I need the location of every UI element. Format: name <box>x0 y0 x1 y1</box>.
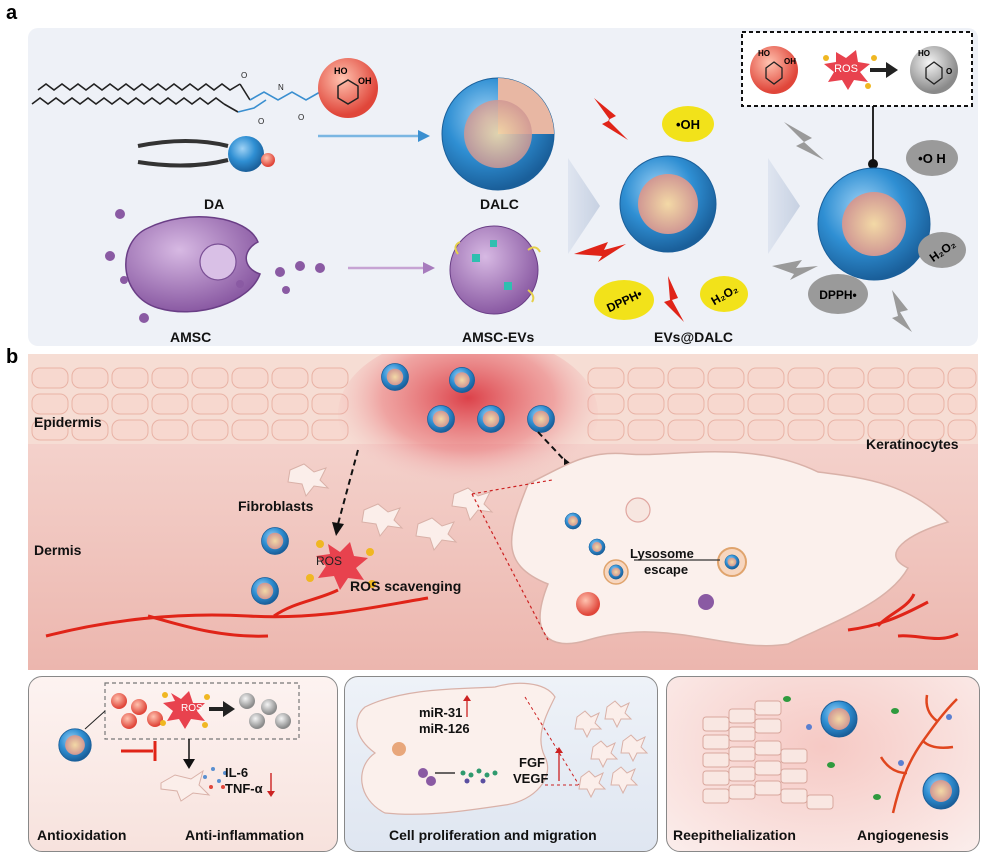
caption-cell-proliferation: Cell proliferation and migration <box>389 827 597 843</box>
svg-text:•O H: •O H <box>918 151 946 166</box>
evs-dalc-particle <box>619 155 717 253</box>
panel-a: O O O N HO OH <box>28 28 978 346</box>
svg-text:O: O <box>241 71 247 80</box>
fibroblast-cells <box>287 463 494 552</box>
box-proliferation: miR-31 miR-126 FGF VEGF Cell proliferati… <box>344 676 658 852</box>
ros-scavenging-group <box>251 527 376 605</box>
blood-vessels <box>45 588 959 641</box>
arrow-to-evs <box>348 262 435 274</box>
radical-oh-grey: •O H <box>906 140 958 176</box>
radical-h2o2-grey: H₂O₂ <box>918 232 966 268</box>
vesicles <box>105 209 325 323</box>
label-lysosome: Lysosome <box>630 546 694 561</box>
label-amsc-evs: AMSC-EVs <box>462 329 535 345</box>
box-antioxidation: IL-6 TNF-α ROS Antioxidation Anti-inflam… <box>28 676 338 852</box>
svg-text:O: O <box>298 113 304 122</box>
molecule-ho: HO <box>334 66 348 76</box>
amsc-cell <box>125 216 261 313</box>
caption-reepithelialization: Reepithelialization <box>673 827 796 843</box>
label-fibroblasts: Fibroblasts <box>238 498 314 514</box>
svg-text:HO: HO <box>918 49 930 58</box>
label-keratinocytes: Keratinocytes <box>866 436 959 452</box>
large-fibroblast <box>471 451 950 647</box>
catechol-ball: HO OH <box>318 58 378 118</box>
box3-drawing <box>702 694 960 814</box>
svg-text:OH: OH <box>784 57 796 66</box>
label-ros-scavenging: ROS scavenging <box>350 578 462 594</box>
caption-angiogenesis: Angiogenesis <box>857 827 949 843</box>
reaction-inset: HO OH ROS HO O <box>741 31 973 169</box>
box1-drawing <box>58 682 300 802</box>
label-amsc: AMSC <box>170 329 212 345</box>
lipid-tails <box>31 83 251 113</box>
svg-text:DPPH•: DPPH• <box>819 288 857 302</box>
arrow-to-dalc <box>318 130 430 142</box>
panel-b-drawing <box>28 354 978 670</box>
label-mir31: miR-31 <box>419 705 463 720</box>
label-fgf: FGF <box>519 755 545 770</box>
panel-a-letter: a <box>6 2 18 24</box>
svg-text:•OH: •OH <box>676 117 700 132</box>
label-vegf: VEGF <box>513 771 549 786</box>
panel-b-letter: b <box>6 346 19 368</box>
label-tnfa: TNF-α <box>225 781 263 796</box>
label-il6: IL-6 <box>225 765 249 780</box>
radical-dpph-grey: DPPH• <box>808 274 868 314</box>
radical-h2o2: H₂O₂ <box>700 276 748 312</box>
label-da: DA <box>204 196 225 212</box>
label-evs-dalc: EVs@DALC <box>654 329 733 345</box>
chevron-2 <box>768 158 800 254</box>
lightning-bolts-red <box>574 98 684 322</box>
radical-oh: •OH <box>662 106 714 142</box>
svg-text:O: O <box>258 117 264 126</box>
label-escape: escape <box>644 562 689 577</box>
label-epidermis: Epidermis <box>34 414 102 430</box>
label-dermis: Dermis <box>34 542 82 558</box>
dalc-particle <box>441 77 555 191</box>
label-box1-ros: ROS <box>181 703 203 714</box>
da-molecule <box>137 136 275 172</box>
box-regeneration: Reepithelialization Angiogenesis <box>666 676 980 852</box>
label-mir126: miR-126 <box>419 721 470 736</box>
caption-anti-inflammation: Anti-inflammation <box>185 827 304 843</box>
inset-ros: ROS <box>834 63 858 75</box>
final-particle <box>817 167 931 281</box>
radical-dpph: DPPH• <box>594 280 654 320</box>
chevron-1 <box>568 158 600 254</box>
box2-drawing <box>356 682 649 815</box>
keratinocyte-cells <box>31 367 977 441</box>
label-dalc: DALC <box>480 196 519 212</box>
caption-antioxidation: Antioxidation <box>37 827 127 843</box>
panel-a-drawing: O O O N HO OH <box>31 31 973 332</box>
svg-text:N: N <box>278 83 284 92</box>
svg-text:O: O <box>946 67 952 76</box>
lightning-bolts-grey <box>772 122 912 332</box>
delivery-arrows <box>337 431 569 525</box>
wound-area <box>338 354 598 494</box>
amsc-evs-particle <box>449 225 541 315</box>
molecule-oh: OH <box>358 76 372 86</box>
label-ros: ROS <box>316 554 343 568</box>
svg-text:HO: HO <box>758 49 770 58</box>
